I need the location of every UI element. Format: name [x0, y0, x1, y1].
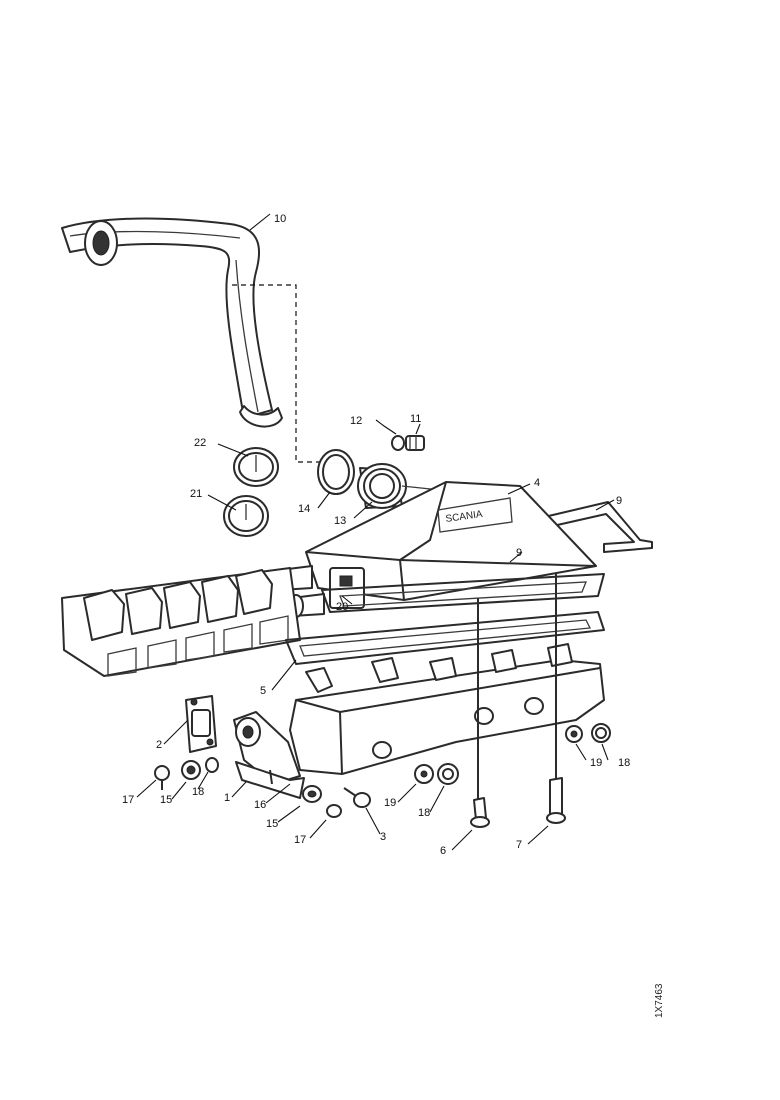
- bracket-8: [539, 501, 653, 553]
- callout-16: 16: [254, 799, 266, 811]
- callout-20: 20: [336, 601, 348, 613]
- callout-9-bracket: 9: [616, 495, 622, 507]
- gasket-5: [285, 611, 605, 665]
- bolt-17-center: [326, 804, 342, 818]
- callout-9-gasket: 9: [516, 547, 522, 559]
- callout-18-center: 18: [418, 807, 430, 819]
- nut-15-left: [181, 760, 201, 780]
- gasket-9: [321, 573, 605, 613]
- manifold-brand-marking: SCANIA: [445, 509, 484, 525]
- washer-18-left: [205, 757, 219, 773]
- callout-14: 14: [298, 503, 310, 515]
- washer-12: [391, 435, 405, 451]
- callout-11: 11: [410, 413, 421, 425]
- callout-18-left: 18: [192, 786, 204, 798]
- figure-code: 1X7463: [654, 983, 665, 1018]
- callout-12: 12: [350, 415, 362, 427]
- callout-1: 1: [224, 792, 230, 804]
- callout-21: 21: [190, 488, 202, 500]
- callout-2: 2: [156, 739, 162, 751]
- bolt-7: [546, 574, 566, 824]
- nut-18-center: [437, 763, 459, 785]
- exhaust-gasket-2: [185, 695, 217, 753]
- callout-10: 10: [274, 213, 286, 225]
- assembly-line-hose: [232, 284, 322, 463]
- callout-19-right: 19: [590, 757, 602, 769]
- bolt-17-left: [154, 765, 170, 790]
- callout-3: 3: [380, 831, 386, 843]
- callout-22: 22: [194, 437, 206, 449]
- callout-13: 13: [334, 515, 346, 527]
- hose-clamp-21: [223, 495, 269, 537]
- bolt-11: [405, 435, 425, 451]
- hose-clamp-14: [317, 449, 355, 495]
- callout-5: 5: [260, 685, 266, 697]
- bolt-3: [343, 787, 371, 808]
- callout-15-left: 15: [160, 794, 172, 806]
- spacer-19-right: [565, 725, 583, 743]
- callout-labels: 10 11 12 22 21 14 13 4 9 9 20 5 2 17 15 …: [122, 213, 630, 857]
- callout-17-center: 17: [294, 834, 306, 846]
- bolt-6: [470, 598, 490, 828]
- spacer-19-center: [414, 764, 434, 784]
- callout-6: 6: [440, 845, 446, 857]
- callout-7: 7: [516, 839, 522, 851]
- callout-17-left: 17: [122, 794, 134, 806]
- callout-leaders: [136, 213, 615, 851]
- nut-18-right: [591, 723, 611, 743]
- callout-4: 4: [534, 477, 540, 489]
- callout-18-right: 18: [618, 757, 630, 769]
- nut-16-center: [302, 785, 322, 803]
- callout-15-center: 15: [266, 818, 278, 830]
- callout-19-center: 19: [384, 797, 396, 809]
- intake-connector-13: [357, 463, 441, 509]
- exhaust-manifold-1: [233, 643, 605, 799]
- hose-clamp-22: [233, 447, 279, 487]
- intake-hose: [61, 217, 283, 428]
- cylinder-head: [61, 567, 301, 677]
- intake-manifold-4: SCANIA: [276, 481, 597, 618]
